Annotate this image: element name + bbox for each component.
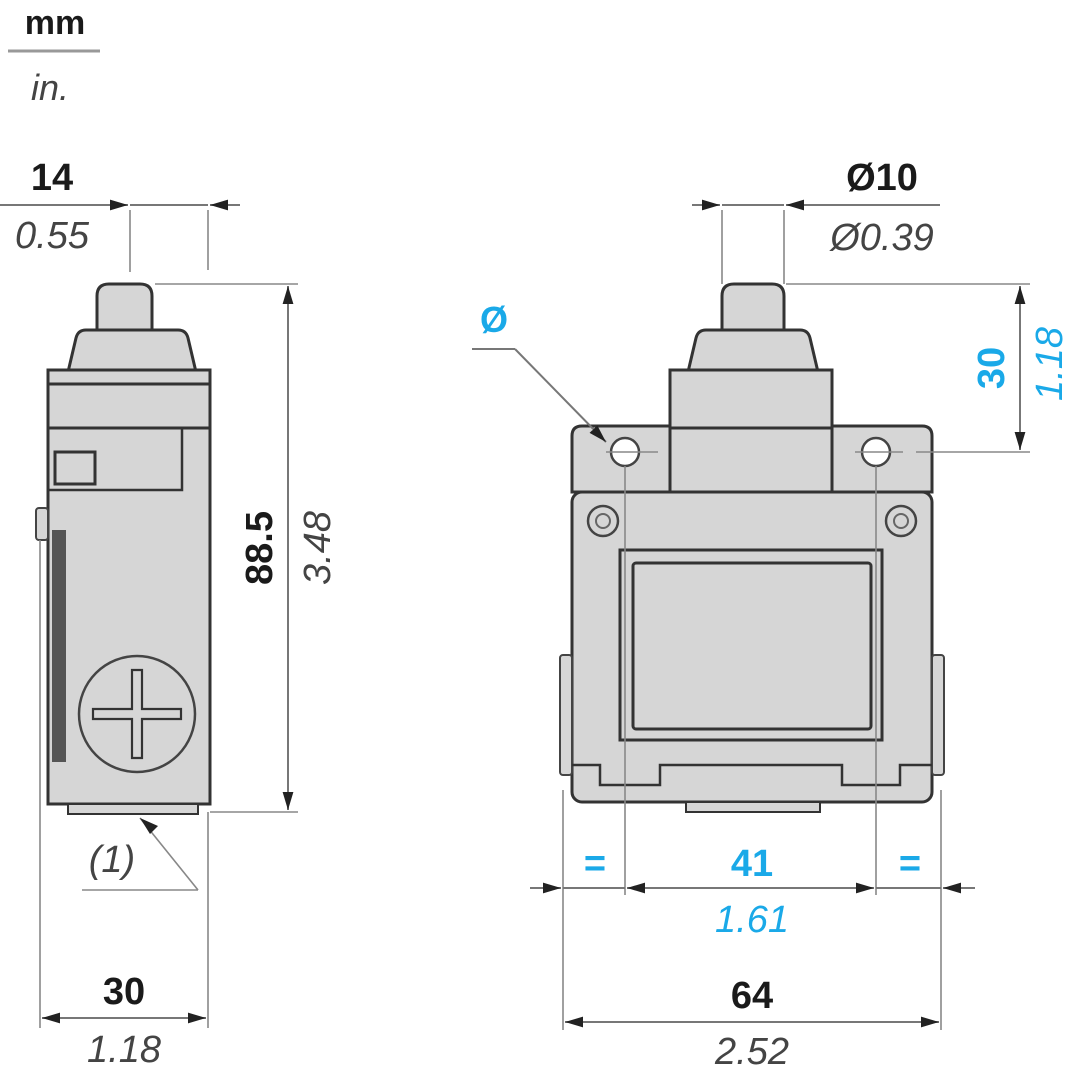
dim-front-width-in: 2.52: [714, 1031, 789, 1073]
dim-front-width-mm: 64: [731, 975, 773, 1017]
unit-in: in.: [31, 67, 69, 108]
front-view: Ø10 Ø0.39 Ø 30 1.18 = = 41 1.61 64 2.52: [472, 157, 1071, 1073]
left-side-tab: [559, 654, 573, 776]
note-1-label: (1): [89, 839, 135, 881]
right-side-tab: [931, 654, 945, 776]
equal-spacing-left: =: [584, 843, 606, 885]
mounting-hole-diameter-label: Ø: [480, 299, 508, 340]
front-head-block: [668, 368, 834, 494]
dim-hole-spacing-in: 1.61: [715, 899, 789, 941]
dim-hole-spacing-mm: 41: [731, 843, 773, 885]
mounting-hole-left-icon: [606, 436, 658, 468]
label-window: [631, 561, 873, 731]
side-strip: [52, 530, 66, 762]
equal-spacing-right: =: [899, 843, 921, 885]
side-tab: [35, 507, 49, 541]
dim-plunger-to-hole-in: 1.18: [1029, 327, 1071, 401]
dim-plunger-diameter-in: Ø0.39: [828, 217, 934, 259]
unit-mm: mm: [25, 4, 85, 42]
dim-width-mm: 30: [103, 971, 145, 1013]
side-window: [53, 450, 97, 486]
units-legend: mm in.: [8, 4, 100, 108]
front-base-plate: [685, 801, 821, 813]
head-block: [46, 368, 212, 430]
dim-width-in: 1.18: [87, 1029, 161, 1071]
base-plate: [67, 803, 199, 815]
cover-screw-right-icon: [884, 504, 918, 538]
dim-height-in: 3.48: [297, 511, 339, 585]
dim-height-mm: 88.5: [239, 511, 281, 585]
front-plunger-collar: [686, 328, 820, 374]
dim-plunger-width-in: 0.55: [15, 215, 90, 257]
mounting-hole-right-icon: [855, 436, 903, 468]
plunger-collar: [66, 328, 198, 374]
dim-plunger-diameter-mm: Ø10: [846, 157, 918, 199]
phillips-screw-icon: [77, 654, 197, 774]
dim-plunger-width-mm: 14: [31, 157, 73, 199]
dim-plunger-to-hole-mm: 30: [971, 347, 1013, 389]
cover-screw-left-icon: [586, 504, 620, 538]
side-view: 14 0.55 88.5 3.48 (1) 30 1.18: [0, 157, 339, 1071]
